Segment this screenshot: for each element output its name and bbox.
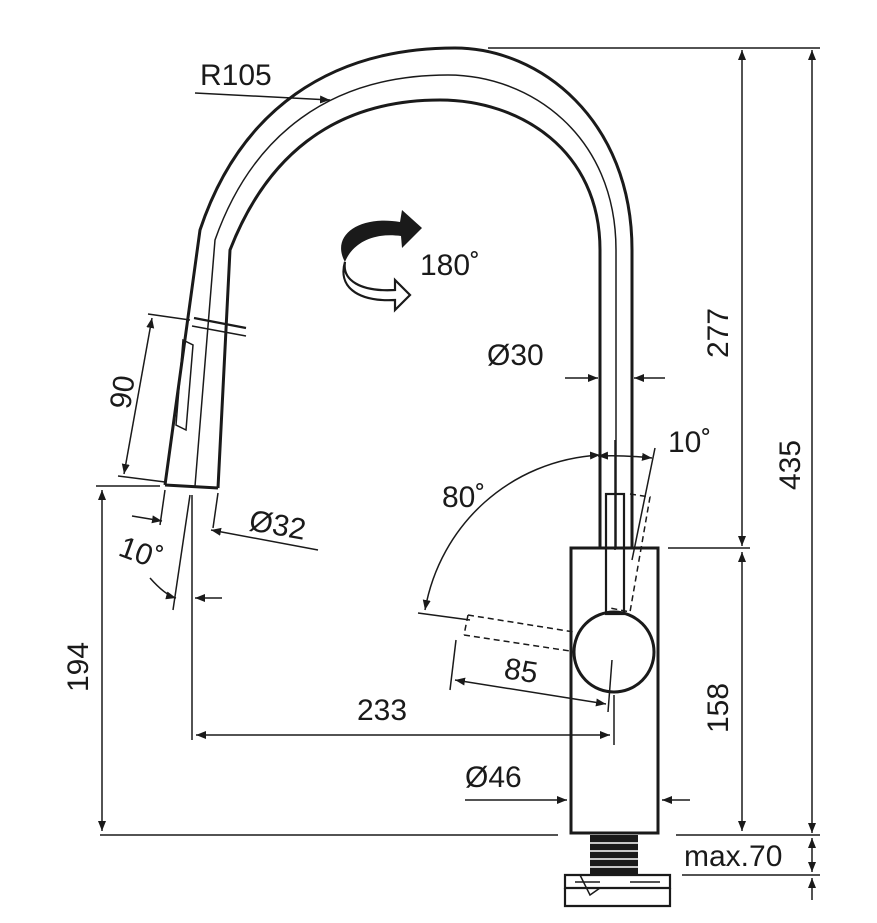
label-spray-length: 90 (104, 373, 141, 411)
label-lever-length: 85 (502, 652, 540, 690)
dimension-lines (96, 47, 820, 900)
label-reach: 233 (357, 694, 407, 727)
label-spray-diameter: Ø32 (247, 504, 309, 546)
mounting-thread (590, 835, 638, 875)
label-spout-height: 277 (702, 308, 735, 358)
label-lever-tilt: 10˚ (668, 426, 711, 459)
label-spout-diameter: Ø30 (487, 339, 544, 372)
label-body-diameter: Ø46 (465, 761, 522, 794)
label-outlet-height: 194 (62, 642, 95, 692)
label-lever-range: 80˚ (442, 481, 485, 514)
label-bend-radius: R105 (200, 59, 272, 92)
label-swivel-angle: 180˚ (420, 249, 480, 282)
label-body-height: 158 (702, 683, 735, 733)
label-max-thickness: max.70 (684, 840, 782, 873)
label-spray-angle: 10˚ (115, 531, 167, 577)
label-total-height: 435 (774, 440, 807, 490)
faucet-outline (163, 46, 672, 908)
